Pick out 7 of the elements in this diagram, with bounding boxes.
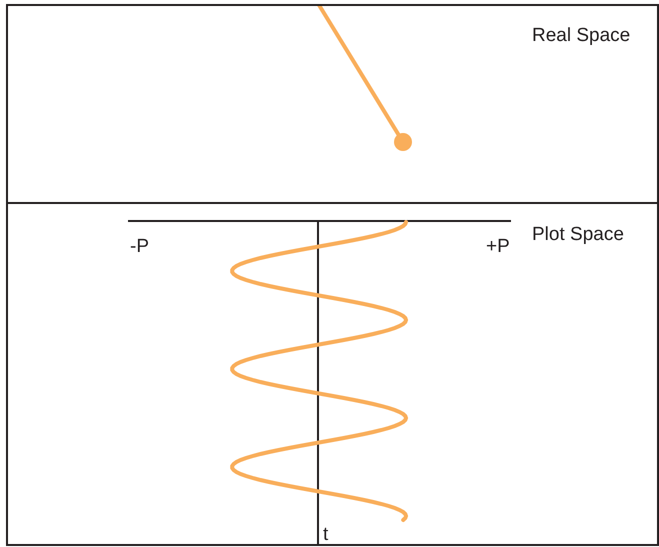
axis-label: t [323, 525, 328, 544]
axis-label: -P [130, 237, 149, 256]
panel [6, 4, 659, 204]
axis-label: +P [486, 237, 510, 256]
panel-title: Plot Space [532, 225, 624, 244]
panel [6, 202, 659, 546]
panel-title: Real Space [532, 26, 630, 45]
